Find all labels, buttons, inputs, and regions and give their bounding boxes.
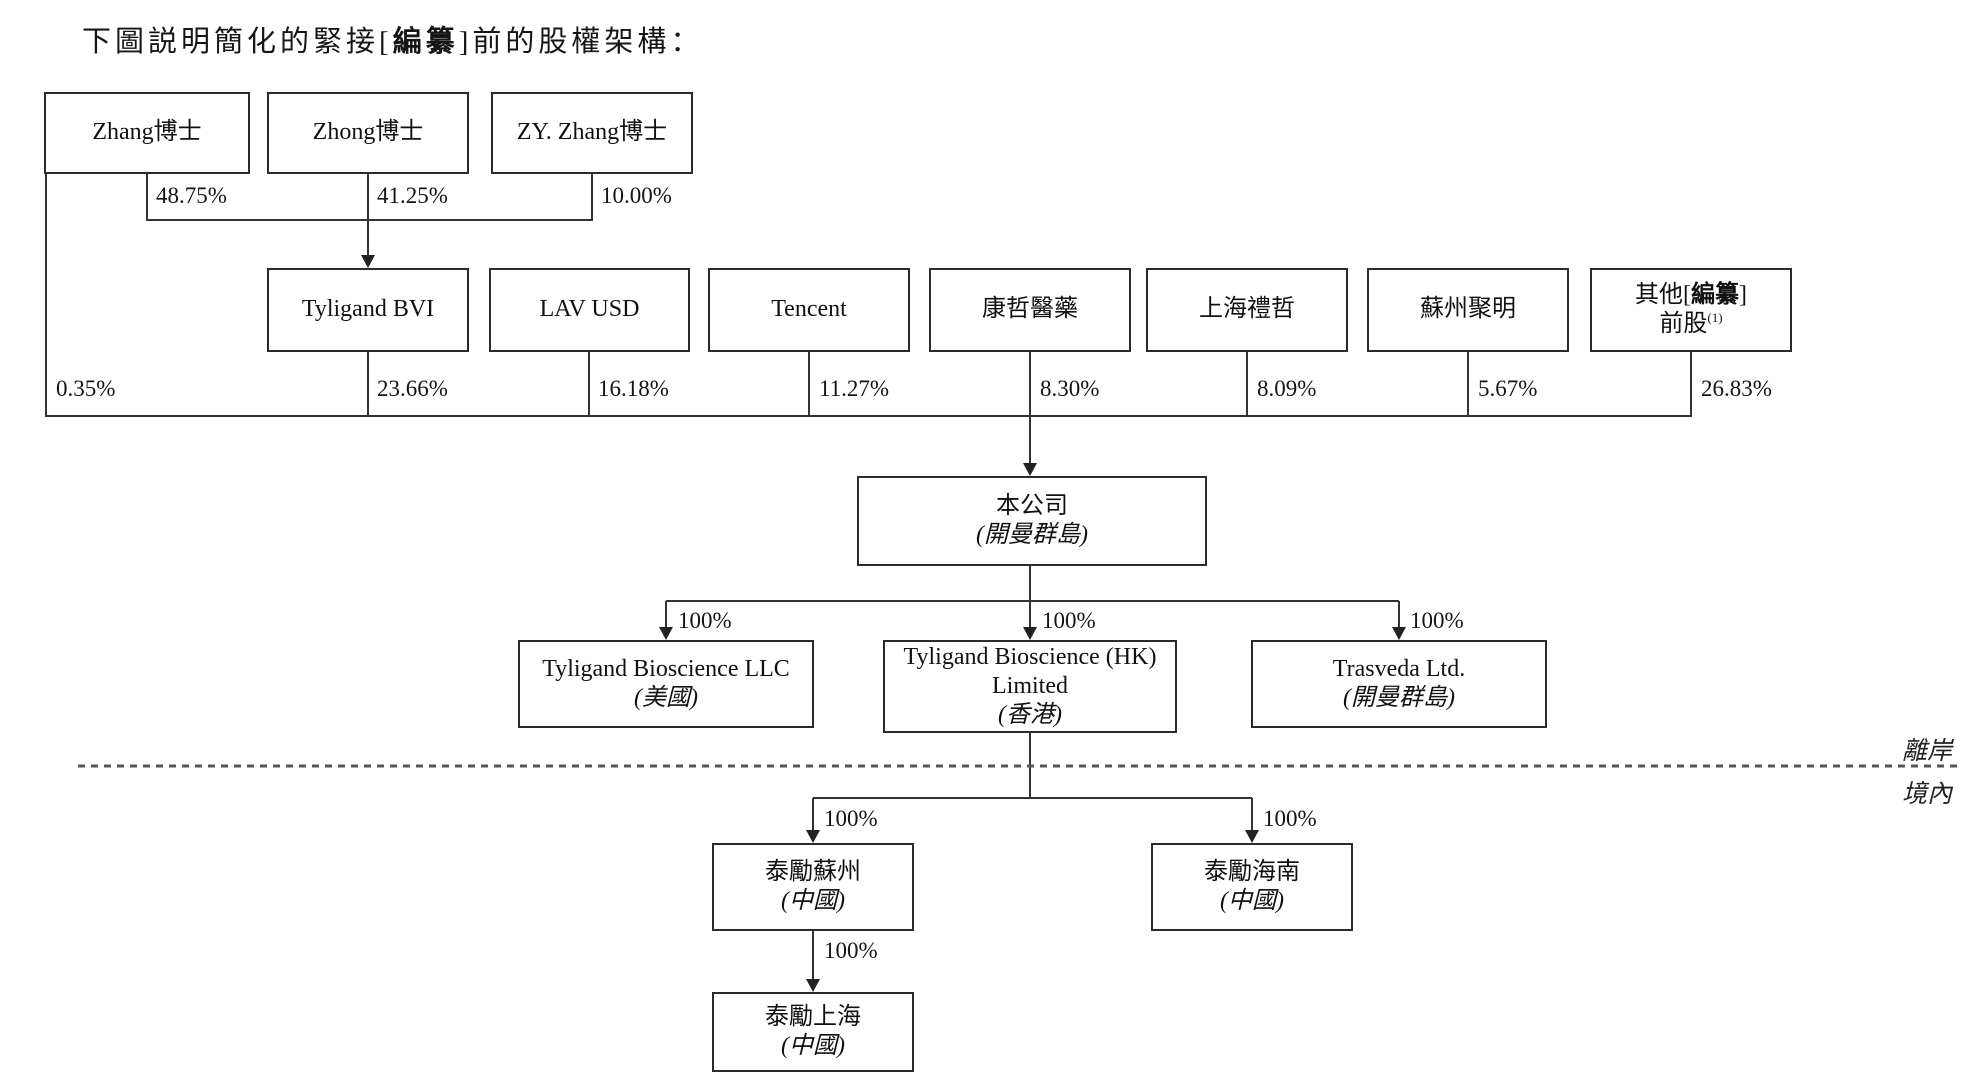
node-label: Tencent	[771, 296, 847, 323]
node-jurisdiction: (開曼群島)	[1343, 685, 1455, 711]
node-zhang: Zhang博士	[44, 92, 250, 174]
node-tencent: Tencent	[708, 268, 910, 352]
pct-shanghai: 100%	[824, 938, 878, 963]
pct-kangzhe: 8.30%	[1040, 376, 1100, 401]
node-label: Trasveda Ltd.	[1332, 655, 1466, 682]
node-tyligand-bioscience-llc: Tyligand Bioscience LLC (美國)	[518, 640, 814, 728]
node-zhong: Zhong博士	[267, 92, 469, 174]
footnote-marker: (1)	[1707, 310, 1723, 325]
node-jurisdiction: (開曼群島)	[976, 522, 1088, 548]
pct-zy-to-bvi: 10.00%	[601, 183, 672, 208]
pct-trasveda: 100%	[1410, 608, 1464, 633]
node-label: 其他[編纂]	[1635, 281, 1747, 308]
pct-tyligand-bvi: 23.66%	[377, 376, 448, 401]
node-label: 上海禮哲	[1199, 296, 1295, 323]
node-label: LAV USD	[539, 296, 640, 323]
pct-llc: 100%	[678, 608, 732, 633]
title-text: ]前的股權架構：	[458, 26, 704, 58]
node-company: 本公司 (開曼群島)	[857, 476, 1207, 566]
pct-zhong-to-bvi: 41.25%	[377, 183, 448, 208]
title-text: 下圖説明簡化的緊接[	[82, 26, 393, 58]
pct-zhang-to-bvi: 48.75%	[156, 183, 227, 208]
label-onshore: 境內	[1901, 781, 1952, 808]
pct-hainan: 100%	[1263, 806, 1317, 831]
node-label: 泰勵上海	[765, 1003, 861, 1030]
node-label: 泰勵海南	[1204, 858, 1300, 885]
node-label: 本公司	[996, 492, 1068, 519]
node-label: 康哲醫藥	[982, 296, 1078, 323]
node-kangzhe-pharma: 康哲醫藥	[929, 268, 1131, 352]
node-label: Zhang博士	[92, 119, 202, 146]
node-tyligand-bioscience-hk: Tyligand Bioscience (HK) Limited (香港)	[883, 640, 1177, 733]
pct-tencent: 11.27%	[819, 376, 890, 401]
node-taili-suzhou: 泰勵蘇州 (中國)	[712, 843, 914, 931]
pct-lav-usd: 16.18%	[598, 376, 669, 401]
node-jurisdiction: (香港)	[998, 702, 1062, 729]
page-title: 下圖説明簡化的緊接[編纂]前的股權架構：	[82, 18, 703, 60]
label-offshore: 離岸	[1901, 738, 1952, 765]
node-label: Tyligand Bioscience (HK)	[903, 643, 1157, 670]
pct-other: 26.83%	[1701, 376, 1772, 401]
node-other-pre-ipo-shares: 其他[編纂] 前股(1)	[1590, 268, 1792, 352]
node-jurisdiction: (中國)	[781, 1033, 845, 1059]
node-lav-usd: LAV USD	[489, 268, 690, 352]
pct-suzhou: 100%	[824, 806, 878, 831]
node-suzhou-juming: 蘇州聚明	[1367, 268, 1569, 352]
node-zy-zhang: ZY. Zhang博士	[491, 92, 693, 174]
node-label: 泰勵蘇州	[765, 858, 861, 885]
node-trasveda: Trasveda Ltd. (開曼群島)	[1251, 640, 1547, 728]
node-label: Zhong博士	[312, 119, 424, 146]
node-label: 蘇州聚明	[1420, 296, 1516, 323]
node-taili-hainan: 泰勵海南 (中國)	[1151, 843, 1353, 931]
node-jurisdiction: (中國)	[781, 888, 845, 914]
title-redacted: 編纂	[392, 26, 459, 58]
node-taili-shanghai: 泰勵上海 (中國)	[712, 992, 914, 1072]
pct-juming: 5.67%	[1478, 376, 1538, 401]
node-label: Tyligand BVI	[301, 296, 435, 323]
node-shanghai-lizhe: 上海禮哲	[1146, 268, 1348, 352]
pct-lizhe: 8.09%	[1257, 376, 1317, 401]
pct-hk: 100%	[1042, 608, 1096, 633]
node-label: Tyligand Bioscience LLC	[542, 655, 790, 682]
pct-zhang-direct: 0.35%	[56, 376, 116, 401]
node-jurisdiction: (美國)	[634, 685, 698, 711]
node-jurisdiction: (中國)	[1220, 888, 1284, 914]
node-label: 前股(1)	[1659, 310, 1723, 337]
node-label: Limited	[992, 672, 1068, 699]
node-label: ZY. Zhang博士	[516, 119, 668, 146]
node-tyligand-bvi: Tyligand BVI	[267, 268, 469, 352]
